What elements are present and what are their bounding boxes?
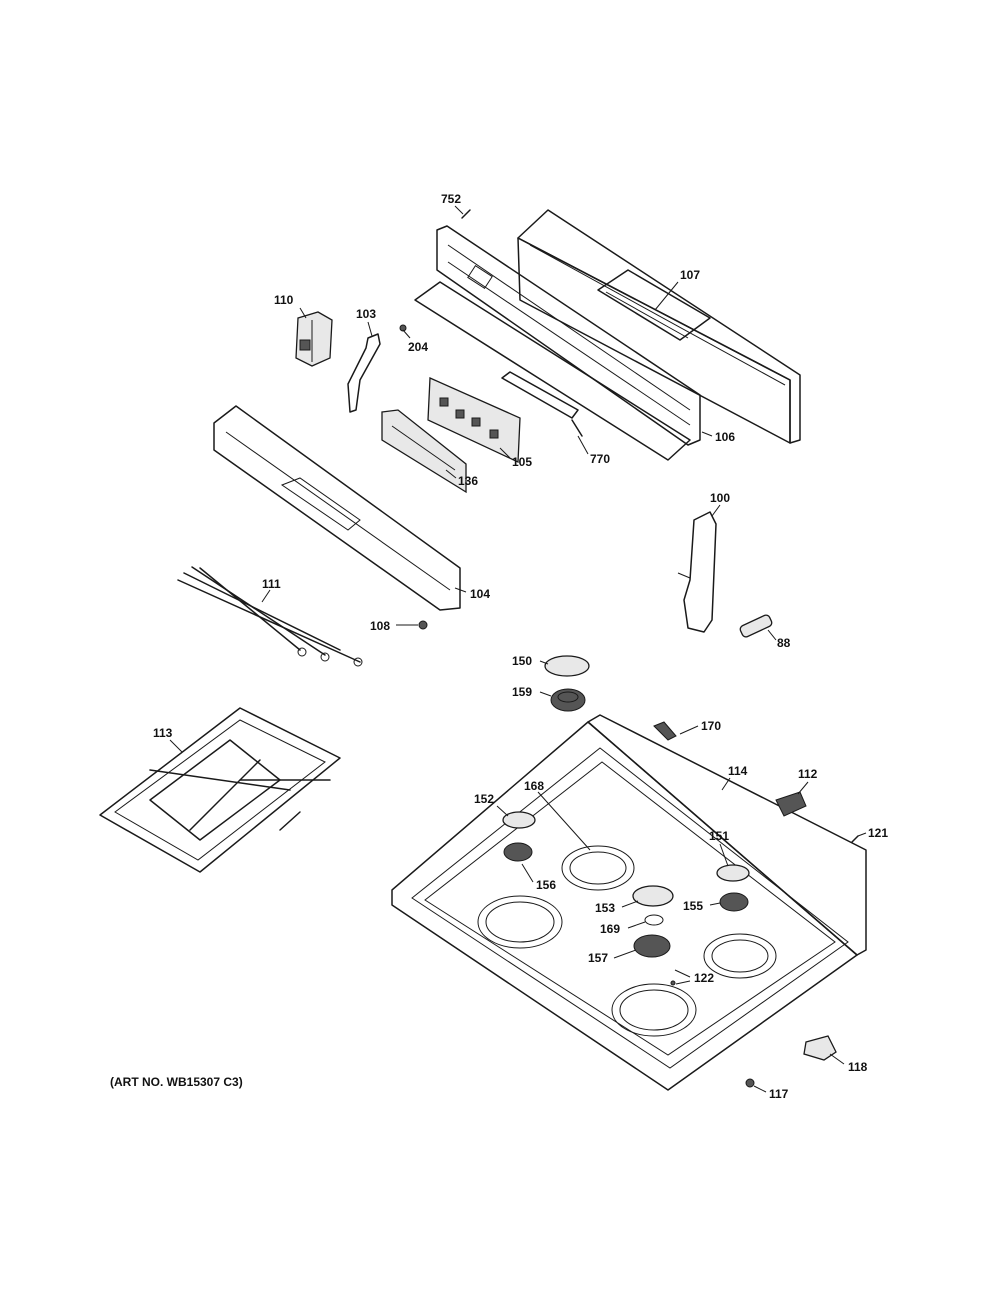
callout-118: 118 — [848, 1060, 868, 1074]
leader-lines — [169, 205, 867, 1093]
callout-117: 117 — [769, 1087, 789, 1101]
part-111-wire-harness — [177, 566, 363, 667]
callout-100: 100 — [710, 491, 730, 505]
callout-204: 204 — [408, 340, 428, 354]
part-103-bracket — [347, 333, 381, 413]
callout-114: 114 — [728, 764, 748, 778]
callout-151: 151 — [709, 829, 729, 843]
part-150-burner-cap — [544, 655, 590, 677]
part-108-clip — [418, 620, 428, 630]
callout-770: 770 — [590, 452, 610, 466]
callout-136: 136 — [458, 474, 478, 488]
part-169-ring — [644, 914, 664, 926]
callout-156: 156 — [536, 878, 556, 892]
callout-labels: 752 107 110 103 204 106 105 770 136 100 … — [153, 192, 888, 1101]
part-156-burner-head — [503, 842, 533, 862]
callout-168: 168 — [524, 779, 544, 793]
callout-122: 122 — [694, 971, 714, 985]
part-152-burner-cap — [502, 811, 536, 829]
part-159-burner-head — [550, 688, 586, 712]
part-113-grate — [99, 707, 341, 873]
callout-110: 110 — [274, 293, 294, 307]
part-100-bracket — [677, 511, 717, 633]
callout-150: 150 — [512, 654, 532, 668]
part-107-back-panel — [517, 209, 801, 444]
part-136-overlay — [381, 409, 467, 494]
part-155-burner-head — [719, 892, 749, 912]
callout-169: 169 — [600, 922, 620, 936]
part-121-screw — [851, 835, 859, 843]
part-153-burner-cap — [632, 885, 674, 907]
part-204-screw — [399, 324, 407, 332]
part-122-orifice — [670, 980, 676, 986]
part-106-control-frame — [414, 225, 701, 461]
callout-157: 157 — [588, 951, 608, 965]
part-105-control-board — [427, 377, 521, 463]
callout-106: 106 — [715, 430, 735, 444]
callout-103: 103 — [356, 307, 376, 321]
part-118-leveling-leg — [803, 1035, 837, 1061]
part-117-nut — [745, 1078, 755, 1088]
callout-752: 752 — [441, 192, 461, 206]
part-752-screw — [461, 209, 471, 219]
part-114-cooktop — [391, 714, 867, 1091]
callout-153: 153 — [595, 901, 615, 915]
callout-107: 107 — [680, 268, 700, 282]
part-88-connector — [739, 614, 773, 638]
callout-152: 152 — [474, 792, 494, 806]
part-110-relay — [295, 311, 333, 367]
callout-113: 113 — [153, 726, 173, 740]
part-104-control-panel — [213, 405, 461, 611]
callout-104: 104 — [470, 587, 490, 601]
callout-105: 105 — [512, 455, 532, 469]
callout-159: 159 — [512, 685, 532, 699]
part-151-burner-cap — [716, 864, 750, 882]
callout-112: 112 — [798, 767, 818, 781]
part-770-harness — [501, 371, 583, 437]
part-112-igniter-switch — [775, 791, 807, 817]
callout-170: 170 — [701, 719, 721, 733]
art-number: (ART NO. WB15307 C3) — [110, 1075, 243, 1089]
callout-155: 155 — [683, 899, 703, 913]
callout-88: 88 — [777, 636, 791, 650]
callout-121: 121 — [868, 826, 888, 840]
callout-108: 108 — [370, 619, 390, 633]
callout-111: 111 — [262, 577, 281, 591]
part-157-burner-head — [633, 934, 671, 958]
part-170-screw — [653, 721, 677, 741]
